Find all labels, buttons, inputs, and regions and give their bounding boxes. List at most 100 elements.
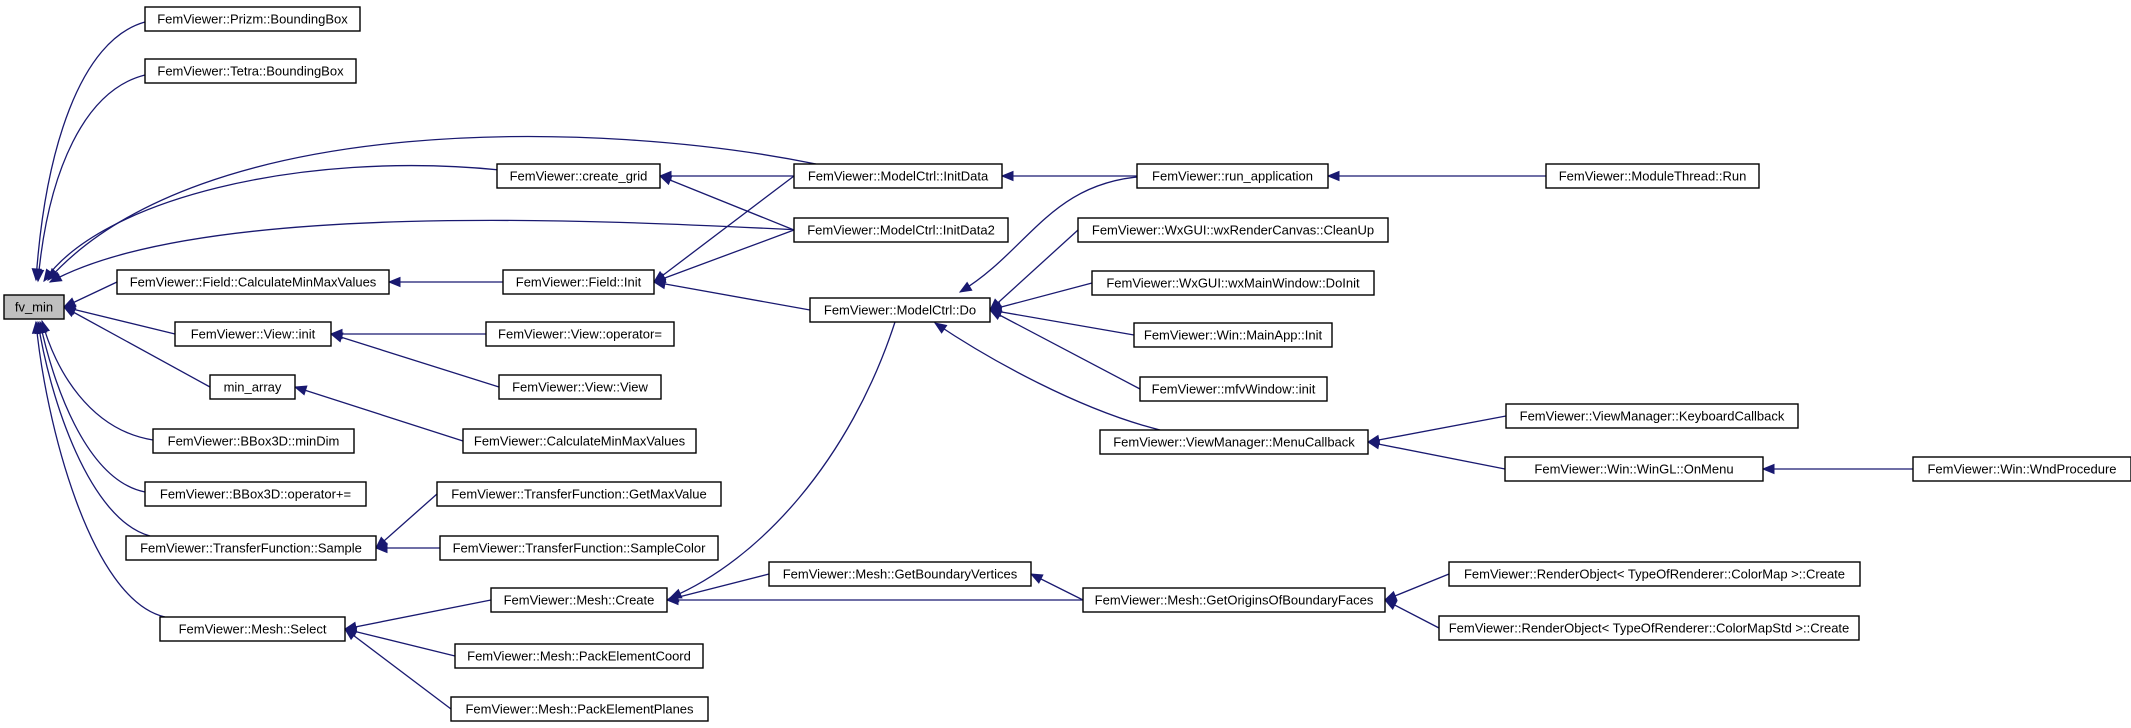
node-view_view[interactable]: FemViewer::View::View <box>498 374 662 400</box>
node-mesh_create[interactable]: FemViewer::Mesh::Create <box>490 587 668 613</box>
node-tf_samplecolor[interactable]: FemViewer::TransferFunction::SampleColor <box>439 535 719 561</box>
edge-line <box>41 320 154 441</box>
node-fv_min[interactable]: fv_min <box>3 294 65 320</box>
node-tf_getmax[interactable]: FemViewer::TransferFunction::GetMaxValue <box>436 481 722 507</box>
node-prizm_bb[interactable]: FemViewer::Prizm::BoundingBox <box>144 6 361 32</box>
edge-tf_samplecolor-to-tf_sample <box>374 542 440 554</box>
node-ro_colormapstd[interactable]: FemViewer::RenderObject< TypeOfRenderer:… <box>1438 615 1860 641</box>
node-view_init[interactable]: FemViewer::View::init <box>174 321 332 347</box>
edge-line <box>294 386 464 442</box>
node-box <box>450 696 709 722</box>
node-label: FemViewer::create_grid <box>510 169 648 184</box>
edge-mfv_init-to-modelctrl_do <box>988 309 1141 390</box>
node-box <box>454 643 704 669</box>
node-label: FemViewer::WxGUI::wxRenderCanvas::CleanU… <box>1092 223 1374 238</box>
node-box <box>1082 587 1386 613</box>
node-modelctrl_do[interactable]: FemViewer::ModelCtrl::Do <box>809 297 991 323</box>
node-tf_sample[interactable]: FemViewer::TransferFunction::Sample <box>125 535 377 561</box>
node-bbox_mindim[interactable]: FemViewer::BBox3D::minDim <box>152 428 355 454</box>
arrowhead-icon <box>343 628 358 641</box>
node-box <box>498 374 662 400</box>
edge-line <box>989 309 1135 336</box>
node-modulethread_run[interactable]: FemViewer::ModuleThread::Run <box>1545 163 1760 189</box>
node-box <box>144 6 361 32</box>
edge-line <box>653 175 795 283</box>
node-vm_keycb[interactable]: FemViewer::ViewManager::KeyboardCallback <box>1505 403 1799 429</box>
node-mesh_packcoord[interactable]: FemViewer::Mesh::PackElementCoord <box>454 643 704 669</box>
node-ro_colormap[interactable]: FemViewer::RenderObject< TypeOfRenderer:… <box>1448 561 1861 587</box>
node-view_opeq[interactable]: FemViewer::View::operator= <box>485 321 675 347</box>
node-modelctrl_initdata2[interactable]: FemViewer::ModelCtrl::InitData2 <box>793 217 1009 243</box>
node-mesh_getobf[interactable]: FemViewer::Mesh::GetOriginsOfBoundaryFac… <box>1082 587 1386 613</box>
edge-mesh_getobf-to-mesh_getbv <box>1029 573 1084 601</box>
edge-mesh_packplanes-to-mesh_select <box>343 628 452 710</box>
edge-line <box>959 175 1151 293</box>
node-label: min_array <box>224 380 282 395</box>
node-label: FemViewer::View::init <box>191 327 316 342</box>
node-box <box>436 481 722 507</box>
edge-line <box>653 229 795 283</box>
edge-tf_sample-to-fv_min <box>34 320 151 537</box>
node-label: FemViewer::Win::WndProcedure <box>1927 462 2116 477</box>
node-label: FemViewer::Mesh::PackElementCoord <box>467 649 691 664</box>
node-wx_doinit[interactable]: FemViewer::WxGUI::wxMainWindow::DoInit <box>1091 270 1375 296</box>
node-label: fv_min <box>15 300 53 315</box>
node-label: FemViewer::mfvWindow::init <box>1152 382 1316 397</box>
node-label: FemViewer::View::operator= <box>498 327 662 342</box>
node-box <box>159 616 346 642</box>
arrowhead-icon <box>988 309 1003 320</box>
node-mfv_init[interactable]: FemViewer::mfvWindow::init <box>1139 376 1328 402</box>
node-wx_cleanup[interactable]: FemViewer::WxGUI::wxRenderCanvas::CleanU… <box>1077 217 1389 243</box>
edge-mesh_getbv-to-mesh_create <box>665 573 770 603</box>
node-field_cmmv[interactable]: FemViewer::Field::CalculateMinMaxValues <box>116 269 390 295</box>
arrowhead-icon <box>293 385 308 396</box>
node-box <box>1545 163 1760 189</box>
node-create_grid[interactable]: FemViewer::create_grid <box>496 163 661 189</box>
edge-view_init-to-fv_min <box>62 304 176 335</box>
arrowhead-icon <box>33 269 45 283</box>
node-label: FemViewer::Field::Init <box>516 275 642 290</box>
node-label: FemViewer::TransferFunction::Sample <box>140 541 362 556</box>
node-min_array[interactable]: min_array <box>209 374 296 400</box>
node-box <box>209 374 296 400</box>
edge-modelctrl_do-to-field_init <box>652 278 811 311</box>
edge-field_cmmv-to-fv_min <box>62 281 118 308</box>
node-box <box>1077 217 1389 243</box>
node-mesh_select[interactable]: FemViewer::Mesh::Select <box>159 616 346 642</box>
node-bbox_opplus[interactable]: FemViewer::BBox3D::operator+= <box>144 481 367 507</box>
node-win_mainapp_init[interactable]: FemViewer::Win::MainApp::Init <box>1133 322 1333 348</box>
edge-line <box>653 281 811 311</box>
edge-line <box>375 493 438 549</box>
edge-view_view-to-view_init <box>329 332 500 388</box>
node-cmmv[interactable]: FemViewer::CalculateMinMaxValues <box>462 428 697 454</box>
node-label: FemViewer::BBox3D::minDim <box>168 434 340 449</box>
edge-ro_colormap-to-mesh_getobf <box>1383 573 1450 601</box>
node-tetra_bb[interactable]: FemViewer::Tetra::BoundingBox <box>144 58 357 84</box>
node-run_app[interactable]: FemViewer::run_application <box>1136 163 1329 189</box>
node-mesh_getbv[interactable]: FemViewer::Mesh::GetBoundaryVertices <box>768 561 1032 587</box>
arrowhead-icon <box>387 276 401 288</box>
node-modelctrl_initdata[interactable]: FemViewer::ModelCtrl::InitData <box>793 163 1003 189</box>
arrowhead-icon <box>62 306 77 318</box>
edge-line <box>989 229 1079 311</box>
node-vm_menucb[interactable]: FemViewer::ViewManager::MenuCallback <box>1099 429 1369 455</box>
edge-min_array-to-fv_min <box>62 306 211 388</box>
node-label: FemViewer::Field::CalculateMinMaxValues <box>130 275 377 290</box>
edge-line <box>934 322 1161 431</box>
node-wingl_onmenu[interactable]: FemViewer::Win::WinGL::OnMenu <box>1504 456 1764 482</box>
edge-line <box>989 309 1141 390</box>
node-mesh_packplanes[interactable]: FemViewer::Mesh::PackElementPlanes <box>450 696 709 722</box>
edge-bbox_opplus-to-fv_min <box>37 320 146 493</box>
edge-vm_menucb-to-modelctrl_do <box>933 322 1161 431</box>
node-field_init[interactable]: FemViewer::Field::Init <box>502 269 655 295</box>
edge-create_grid-to-fv_min <box>43 165 501 283</box>
node-win_wndproc[interactable]: FemViewer::Win::WndProcedure <box>1912 456 2131 482</box>
node-box <box>768 561 1032 587</box>
arrowhead-icon <box>652 278 667 290</box>
node-box <box>3 294 65 320</box>
node-box <box>144 481 367 507</box>
node-label: FemViewer::Mesh::Create <box>504 593 655 608</box>
node-label: FemViewer::ViewManager::MenuCallback <box>1113 435 1355 450</box>
edge-line <box>35 321 166 618</box>
